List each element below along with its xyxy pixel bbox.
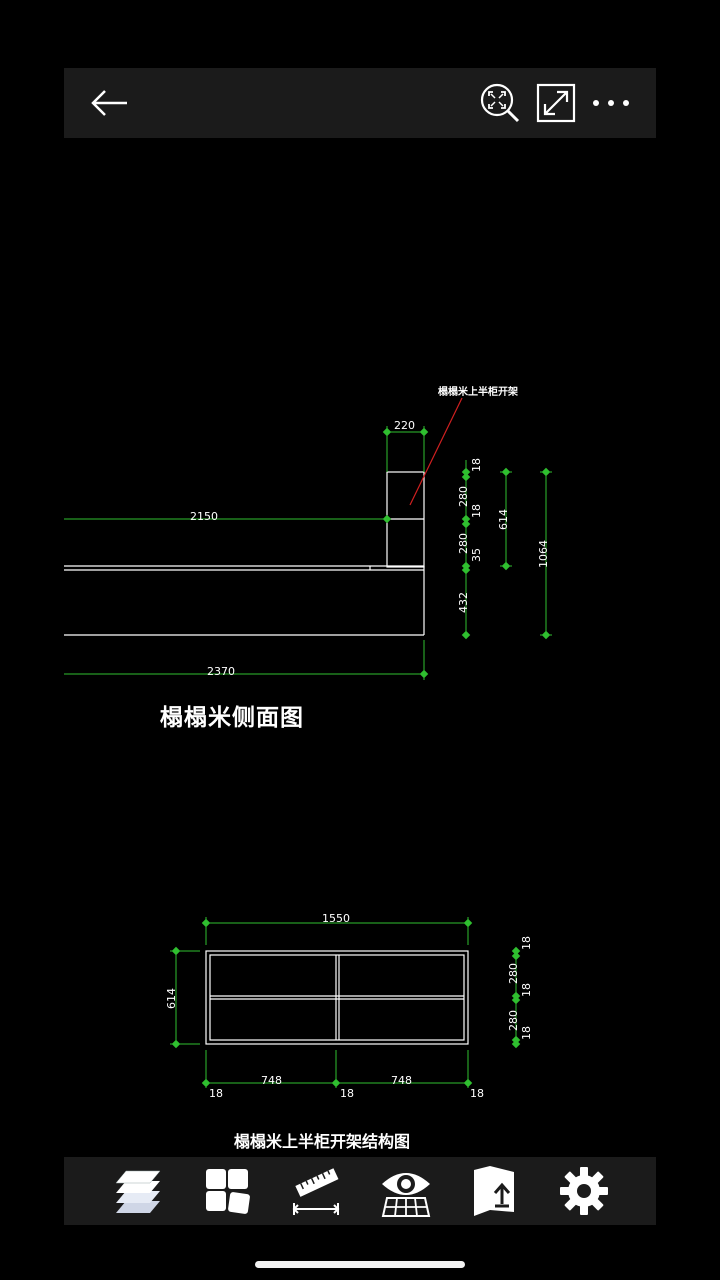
side-view-geometry: [64, 471, 425, 636]
top-toolbar: [64, 68, 656, 138]
dim-220: 220: [394, 419, 415, 432]
dim-1550: 1550: [322, 912, 350, 925]
dim-35: 35: [470, 548, 483, 562]
dim-18-right-a: 18: [520, 936, 533, 950]
dim-748-right: 748: [391, 1074, 412, 1087]
dim-18-bottom-right: 18: [470, 1087, 484, 1100]
dim-18-a: 18: [470, 458, 483, 472]
fullscreen-icon[interactable]: [532, 68, 580, 138]
dim-280-right-a: 280: [507, 963, 520, 984]
dim-18-bottom-mid: 18: [340, 1087, 354, 1100]
side-view-dimension-texts: 220 2150 2370 18 280 18 280 35 432 614 1…: [190, 419, 550, 678]
home-indicator[interactable]: [255, 1261, 465, 1268]
dim-18-right-b: 18: [520, 983, 533, 997]
export-icon[interactable]: [464, 1161, 524, 1221]
measure-icon[interactable]: [286, 1161, 346, 1221]
zoom-extents-icon[interactable]: [476, 68, 524, 138]
structure-view-dimension-texts: 1550 614 748 748 18 18 18 18 280 18 280 …: [165, 912, 533, 1100]
side-view-title: 榻榻米侧面图: [160, 705, 304, 731]
side-view-dimension-ticks: [382, 427, 551, 679]
dim-280-b: 280: [457, 533, 470, 554]
dim-18-right-c: 18: [520, 1026, 533, 1040]
dim-18-b: 18: [470, 504, 483, 518]
dim-614: 614: [497, 509, 510, 530]
dim-18-bottom-left: 18: [209, 1087, 223, 1100]
structure-inner-frame: [209, 954, 465, 1041]
layers-icon[interactable]: [108, 1161, 168, 1221]
view-icon[interactable]: [376, 1161, 436, 1221]
structure-outer-frame: [205, 950, 469, 1045]
dim-2370: 2370: [207, 665, 235, 678]
bottom-toolbar: [64, 1157, 656, 1225]
dim-280-a: 280: [457, 486, 470, 507]
callout-label: 榻榻米上半柜开架: [438, 387, 518, 398]
settings-icon[interactable]: [554, 1161, 614, 1221]
more-icon[interactable]: [586, 68, 636, 138]
dim-1064: 1064: [537, 540, 550, 568]
dim-2150: 2150: [190, 510, 218, 523]
back-arrow-icon[interactable]: [84, 68, 134, 138]
dim-280-right-b: 280: [507, 1010, 520, 1031]
dim-432: 432: [457, 592, 470, 613]
structure-view-geometry: [205, 950, 469, 1045]
dim-748-left: 748: [261, 1074, 282, 1087]
callout-leader-line: [409, 397, 463, 506]
layout-icon[interactable]: [196, 1161, 256, 1221]
structure-view-title: 榻榻米上半柜开架结构图: [234, 1132, 411, 1151]
dim-614-structure: 614: [165, 988, 178, 1009]
